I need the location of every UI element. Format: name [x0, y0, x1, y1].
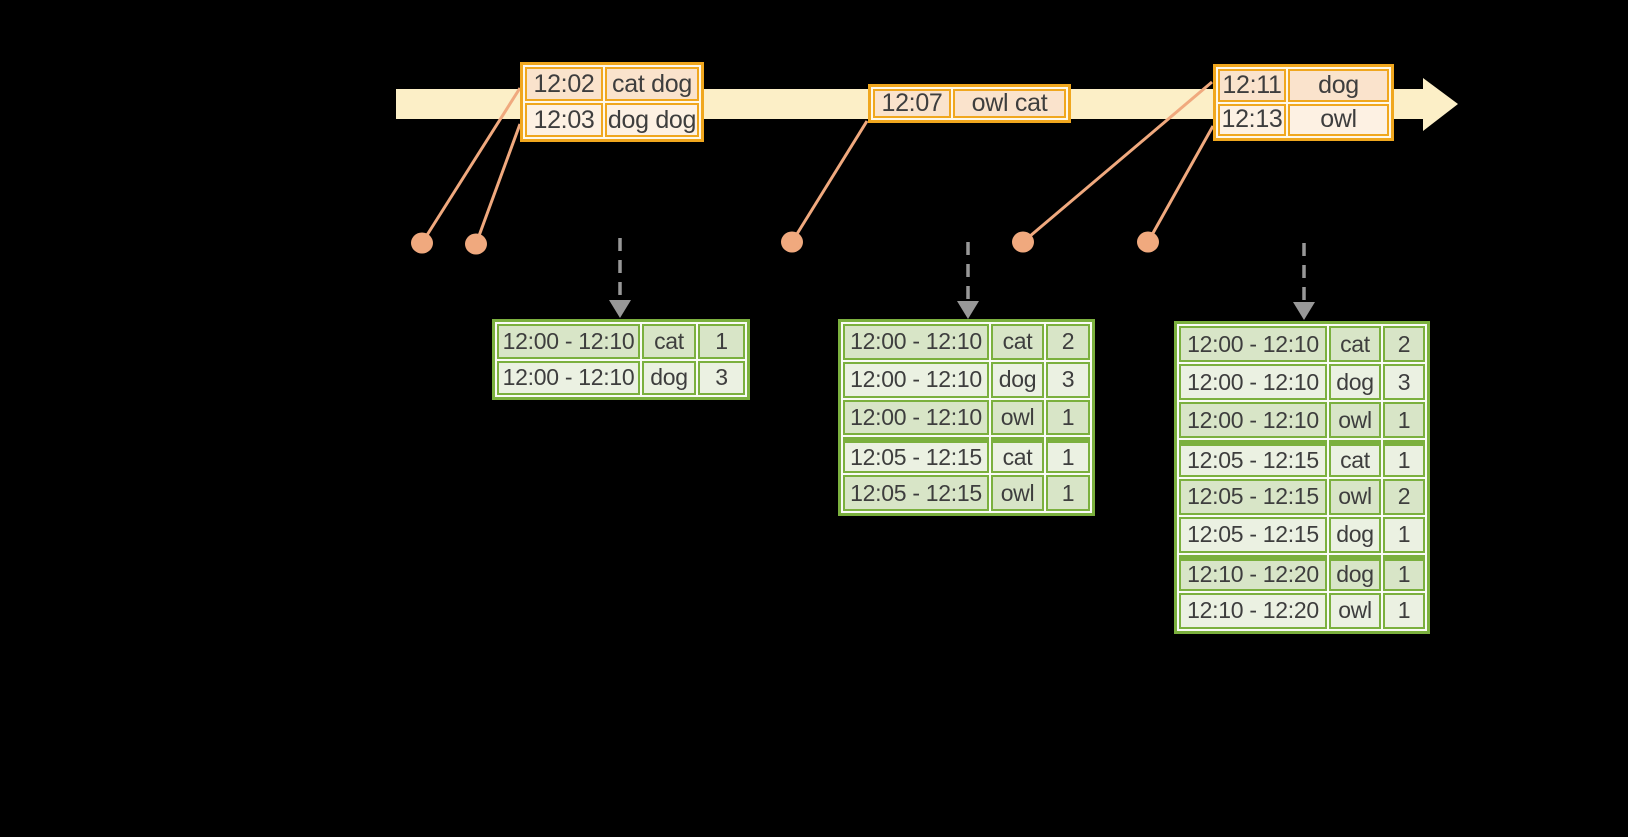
result-word-cell: owl — [991, 399, 1044, 436]
result-count-cell: 3 — [698, 360, 745, 395]
trigger-arrow-icon — [957, 242, 979, 319]
result-table-1: 12:00 - 12:10 cat 1 12:00 - 12:10 dog 3 — [492, 319, 750, 400]
result-window-cell: 12:05 - 12:15 — [1179, 516, 1327, 553]
event-marker-dot — [465, 233, 487, 255]
result-window-cell: 12:05 - 12:15 — [843, 475, 989, 511]
result-count-cell: 2 — [1383, 326, 1425, 363]
trigger-arrow-icon — [609, 238, 631, 318]
event-batch-table-1: 12:02 cat dog 12:03 dog dog — [520, 62, 704, 142]
result-word-cell: dog — [1329, 364, 1381, 401]
result-count-cell: 1 — [1383, 516, 1425, 553]
event-batch-table-2: 12:07 owl cat — [868, 84, 1071, 123]
event-words-cell: owl — [1288, 103, 1389, 136]
connector-line — [790, 120, 869, 243]
connector-line — [1022, 80, 1213, 244]
result-word-cell: cat — [991, 437, 1044, 474]
result-count-cell: 2 — [1046, 324, 1090, 360]
timeline-arrowhead-icon — [1423, 78, 1458, 131]
result-window-cell: 12:00 - 12:10 — [1179, 402, 1327, 439]
event-time-cell: 12:02 — [525, 67, 603, 101]
result-count-cell: 1 — [1046, 399, 1090, 436]
result-word-cell: cat — [1329, 326, 1381, 363]
result-count-cell: 1 — [1383, 592, 1425, 629]
trigger-arrow-icon — [1293, 243, 1315, 320]
event-time-cell: 12:03 — [525, 103, 603, 137]
result-window-cell: 12:00 - 12:10 — [497, 360, 640, 395]
result-word-cell: owl — [1329, 478, 1381, 515]
result-word-cell: owl — [991, 475, 1044, 511]
result-window-cell: 12:10 - 12:20 — [1179, 554, 1327, 591]
event-time-cell: 12:11 — [1218, 69, 1286, 102]
result-word-cell: cat — [1329, 440, 1381, 477]
result-count-cell: 2 — [1383, 478, 1425, 515]
result-window-cell: 12:00 - 12:10 — [843, 399, 989, 436]
result-word-cell: owl — [1329, 592, 1381, 629]
event-marker-dot — [1137, 231, 1159, 253]
event-time-cell: 12:13 — [1218, 103, 1286, 136]
result-word-cell: owl — [1329, 402, 1381, 439]
result-word-cell: cat — [991, 324, 1044, 360]
event-words-cell: cat dog — [605, 67, 699, 101]
result-count-cell: 1 — [1046, 437, 1090, 474]
event-time-cell: 12:07 — [873, 89, 951, 118]
event-marker-dot — [411, 232, 433, 254]
result-word-cell: cat — [642, 324, 696, 359]
result-word-cell: dog — [1329, 516, 1381, 553]
connector-line — [420, 87, 522, 244]
event-marker-dot — [1012, 231, 1034, 253]
result-word-cell: dog — [1329, 554, 1381, 591]
result-count-cell: 3 — [1383, 364, 1425, 401]
result-window-cell: 12:05 - 12:15 — [1179, 478, 1327, 515]
connector-line — [1146, 125, 1215, 243]
result-count-cell: 1 — [1383, 402, 1425, 439]
event-words-cell: dog dog — [605, 103, 699, 137]
result-window-cell: 12:00 - 12:10 — [843, 361, 989, 398]
result-window-cell: 12:00 - 12:10 — [843, 324, 989, 360]
result-word-cell: dog — [991, 361, 1044, 398]
result-count-cell: 3 — [1046, 361, 1090, 398]
connector-line — [474, 123, 522, 245]
event-marker-dot — [781, 231, 803, 253]
event-words-cell: owl cat — [953, 89, 1066, 118]
result-table-2: 12:00 - 12:10 cat 2 12:00 - 12:10 dog 3 … — [838, 319, 1095, 516]
result-count-cell: 1 — [1383, 440, 1425, 477]
result-window-cell: 12:00 - 12:10 — [1179, 326, 1327, 363]
result-window-cell: 12:00 - 12:10 — [497, 324, 640, 359]
result-word-cell: dog — [642, 360, 696, 395]
result-window-cell: 12:10 - 12:20 — [1179, 592, 1327, 629]
result-window-cell: 12:05 - 12:15 — [1179, 440, 1327, 477]
result-window-cell: 12:05 - 12:15 — [843, 437, 989, 474]
result-count-cell: 1 — [1046, 475, 1090, 511]
event-words-cell: dog — [1288, 69, 1389, 102]
result-count-cell: 1 — [1383, 554, 1425, 591]
event-batch-table-3: 12:11 dog 12:13 owl — [1213, 64, 1394, 141]
result-count-cell: 1 — [698, 324, 745, 359]
result-window-cell: 12:00 - 12:10 — [1179, 364, 1327, 401]
result-table-3: 12:00 - 12:10 cat 2 12:00 - 12:10 dog 3 … — [1174, 321, 1430, 634]
